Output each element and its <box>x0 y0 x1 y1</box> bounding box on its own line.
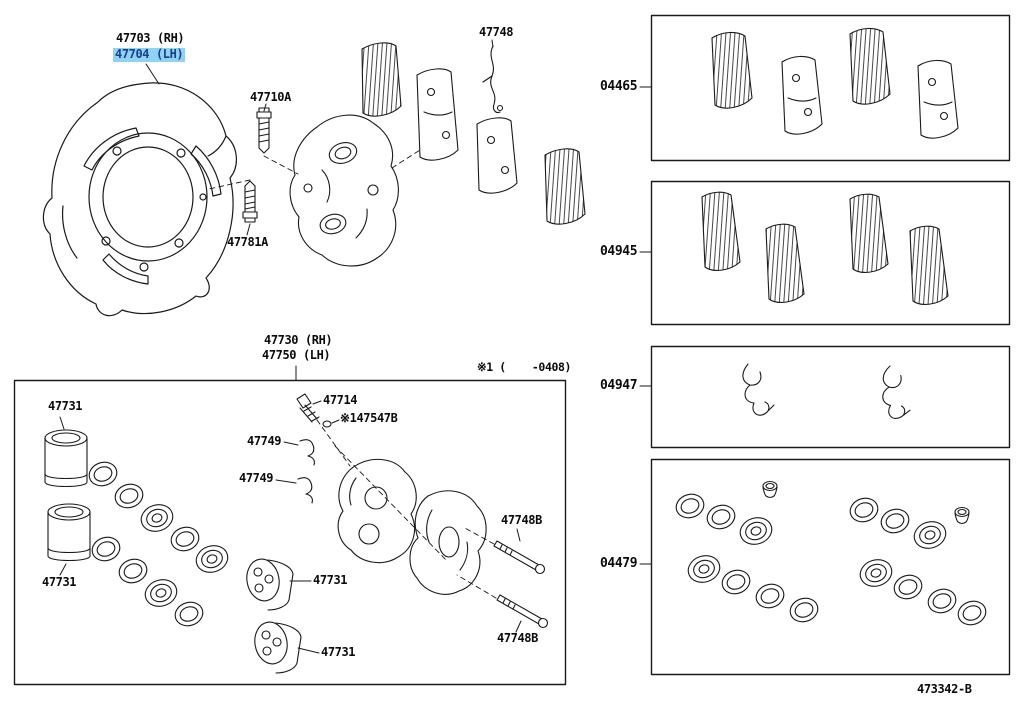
piston-open-lower-drawing <box>254 621 302 674</box>
part-label-47703-rh[interactable]: 47703 (RH) <box>116 31 185 45</box>
part-label-47731-a[interactable]: 47731 <box>48 399 83 413</box>
part-label-47748b-b[interactable]: 47748B <box>497 631 538 645</box>
caliper-body-drawing <box>337 458 487 595</box>
part-label-47749-b[interactable]: 47749 <box>239 471 274 485</box>
kit-box-04479-outline <box>650 458 1011 676</box>
part-label-47748b-a[interactable]: 47748B <box>501 513 542 527</box>
part-label-47704-lh-highlighted[interactable]: 47704 (LH) <box>113 47 186 62</box>
slide-pin-upper-drawing <box>493 540 546 575</box>
pad-support-plate-upper-drawing <box>299 439 315 466</box>
part-label-47749-a[interactable]: 47749 <box>247 434 282 448</box>
caliper-bracket-drawing <box>289 114 399 267</box>
kit-box-04947-outline <box>650 345 1011 449</box>
part-label-47731-d[interactable]: 47731 <box>321 645 356 659</box>
kit-label-04479[interactable]: 04479 <box>600 556 638 571</box>
bleeder-plug-drawing <box>296 393 332 428</box>
part-label-47781a[interactable]: 47781A <box>227 235 268 249</box>
wear-indicator-drawing <box>482 45 504 114</box>
kit-box-04465-outline <box>650 14 1011 162</box>
piston-open-upper-drawing <box>246 558 294 611</box>
part-label-47731-b[interactable]: 47731 <box>42 575 77 589</box>
pistons-seals-drawing <box>44 429 232 630</box>
part-label-47730-rh[interactable]: 47730 (RH) <box>264 333 333 347</box>
assembly-dashed-lines-box <box>316 419 497 599</box>
seal-kit-contents-drawing <box>672 480 990 629</box>
kit-box-04945-outline <box>650 180 1011 326</box>
doc-number: 473342-B <box>917 682 972 696</box>
applicability-note: ※1 ( -0408) <box>477 360 572 374</box>
part-label-47547b[interactable]: ※147547B <box>340 411 398 425</box>
part-label-47750-lh[interactable]: 47750 (LH) <box>262 348 331 362</box>
part-label-47748[interactable]: 47748 <box>479 25 514 39</box>
kit-label-04947[interactable]: 04947 <box>600 378 638 393</box>
pad-kit-contents-drawing <box>711 27 959 139</box>
leader-lines <box>59 39 652 654</box>
caliper-kit-box-outline <box>13 379 567 686</box>
slide-pin-lower-drawing <box>496 594 549 629</box>
part-label-47710a[interactable]: 47710A <box>250 90 291 104</box>
assembly-dashed-lines-top <box>208 149 421 190</box>
mount-bolt-upper-drawing <box>256 107 272 154</box>
fitting-kit-contents-drawing <box>742 363 917 421</box>
brake-pads-drawing <box>361 42 586 225</box>
part-label-47731-c[interactable]: 47731 <box>313 573 348 587</box>
shim-kit-contents-drawing <box>701 191 949 305</box>
kit-label-04465[interactable]: 04465 <box>600 79 638 94</box>
backing-plate-drawing <box>42 82 237 317</box>
pad-support-plate-lower-drawing <box>297 477 313 504</box>
kit-label-04945[interactable]: 04945 <box>600 244 638 259</box>
mount-bolt-lower-drawing <box>242 180 258 223</box>
part-label-47714[interactable]: 47714 <box>323 393 358 407</box>
